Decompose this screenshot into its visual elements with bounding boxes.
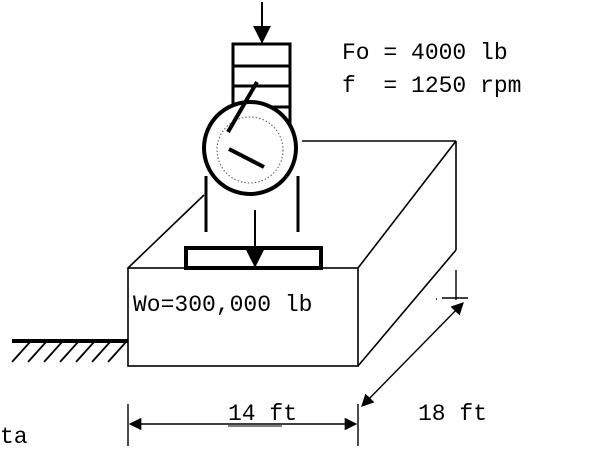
machine-base-plate (184, 246, 323, 270)
width-dimension (127, 404, 359, 446)
rotor-arm-upper (226, 80, 259, 134)
frequency-label: f = 1250 rpm (342, 73, 522, 99)
foundation-block (127, 140, 457, 367)
depth-dimension-label: 18 ft (418, 401, 488, 427)
foundation-weight-label: Wo=300,000 lb (133, 292, 313, 318)
width-dimension-label: 14 ft (228, 401, 298, 427)
depth-dimension (361, 270, 468, 407)
ground-hatching (11, 341, 127, 363)
rotor-path-dotted (216, 116, 284, 184)
cut-off-text-fragment: ta (0, 424, 28, 450)
rotor-arm-lower (228, 147, 265, 169)
rotor-circle (202, 100, 298, 196)
force-amplitude-label: Fo = 4000 lb (342, 40, 508, 66)
